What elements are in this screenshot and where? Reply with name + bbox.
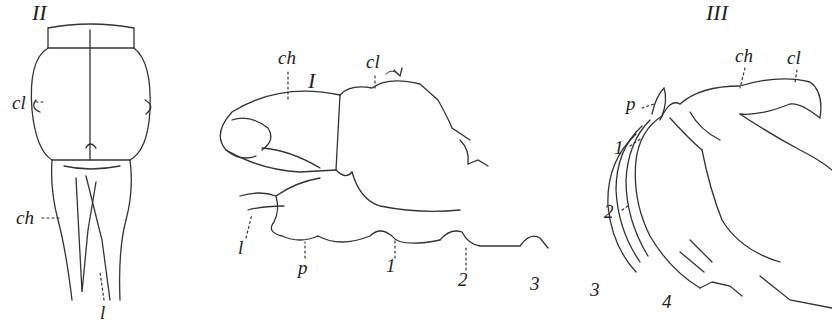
- callout-number: 4: [662, 292, 672, 311]
- callout-number: 1: [614, 138, 624, 157]
- callout-number: 2: [604, 202, 614, 221]
- part-label: ch: [735, 46, 753, 65]
- leader-lines: [36, 68, 797, 300]
- numeral: III: [706, 2, 728, 24]
- part-label: cl: [366, 52, 380, 71]
- figure-i-drawing: [220, 68, 548, 248]
- part-label: l: [238, 238, 243, 257]
- numeral: II: [32, 2, 47, 24]
- callout-number: 2: [458, 270, 468, 289]
- part-label: p: [626, 94, 636, 113]
- figure-ii-drawing: [31, 24, 150, 300]
- callout-number: 3: [590, 280, 600, 299]
- callout-number: 1: [386, 256, 396, 275]
- numeral: I: [308, 70, 315, 92]
- callout-number: 3: [530, 274, 540, 293]
- part-label: l: [100, 303, 105, 322]
- part-label: ch: [16, 208, 34, 227]
- part-label: cl: [787, 48, 801, 67]
- part-label: ch: [278, 48, 296, 67]
- part-label: p: [298, 258, 308, 277]
- figure-iii-drawing: [608, 79, 832, 308]
- part-label: cl: [12, 93, 26, 112]
